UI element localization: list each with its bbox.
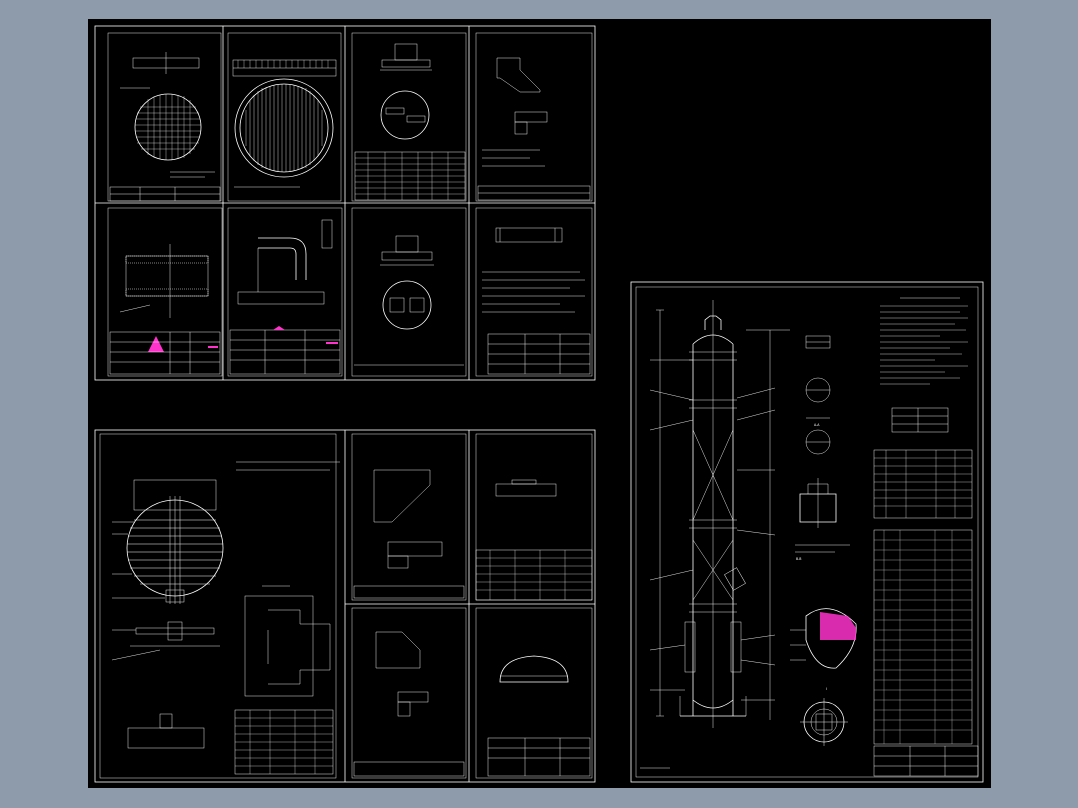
sheet-elliptical-head (475, 607, 593, 779)
sheet-nozzle-flange-a (351, 32, 467, 202)
sheet-gas-distributor (99, 433, 340, 779)
sheet-block-top-left (94, 25, 596, 381)
section-label-a: A-A (814, 423, 820, 427)
sheet-technical-notes (475, 207, 593, 377)
sheet-lug-detail-a (351, 433, 467, 601)
sheet-lug-detail-b (351, 607, 467, 779)
sheet-tower-assembly: A-A B-B I (630, 281, 984, 783)
sheet-grid-plate (107, 32, 222, 202)
section-label-b: B-B (796, 557, 801, 561)
detail-label-i: I (826, 687, 827, 691)
sheet-nozzle-flange-b (351, 207, 467, 377)
sheet-support-bracket (475, 32, 593, 202)
tower-notes-tables (640, 297, 979, 777)
sheet-elbow-assembly (227, 207, 343, 377)
sheet-liquid-distributor (227, 32, 342, 202)
tower-column (649, 300, 790, 728)
model-space (88, 19, 991, 788)
tower-detail-views: A-A B-B I (790, 335, 857, 746)
sheet-flange-parts-list (475, 433, 593, 601)
sheet-block-bottom-left (94, 429, 596, 783)
sheet-pipe-section (107, 207, 223, 377)
